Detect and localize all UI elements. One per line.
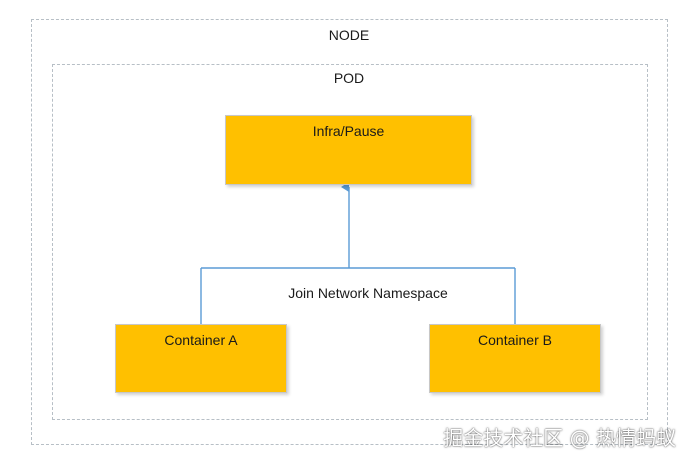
infra-pause-label: Infra/Pause <box>312 123 385 139</box>
container-b-box: Container B <box>429 324 601 393</box>
join-network-namespace-label: Join Network Namespace <box>288 285 448 301</box>
container-a-box: Container A <box>115 324 287 393</box>
pod-label: POD <box>333 70 365 86</box>
container-b-label: Container B <box>478 332 552 348</box>
pod-boundary <box>52 64 648 420</box>
node-boundary <box>31 19 668 445</box>
infra-pause-box: Infra/Pause <box>225 115 472 185</box>
node-label: NODE <box>328 27 370 43</box>
container-a-label: Container A <box>164 332 238 348</box>
watermark: 掘金技术社区 @ 热情蚂蚁 <box>443 426 676 450</box>
